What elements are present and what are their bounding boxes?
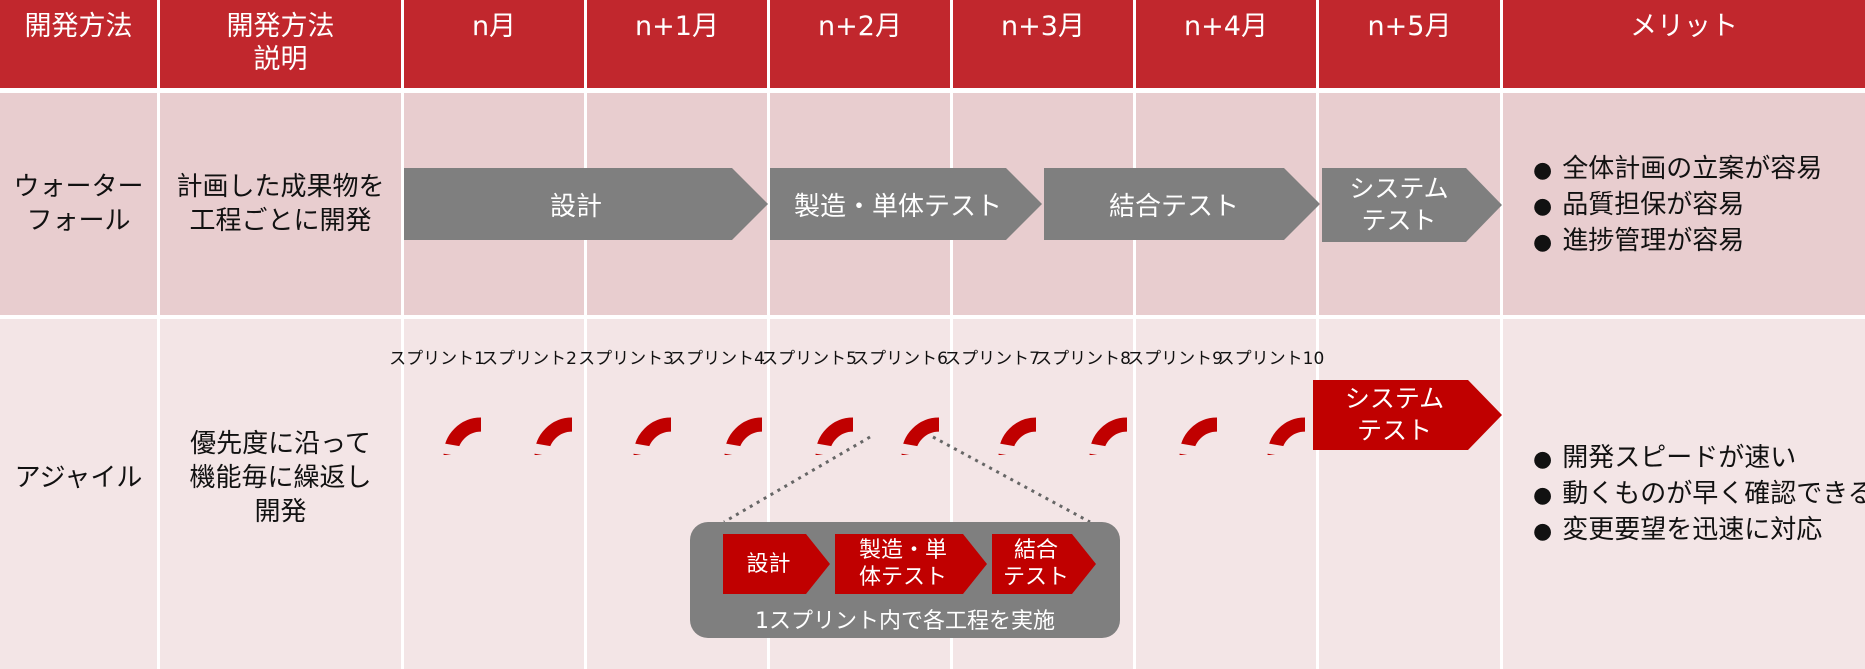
sprint-step-label: 結合 テスト [1002,538,1069,590]
header-month-label: n+3月 [1001,11,1085,42]
waterfall-description-cell [160,93,401,315]
phase-label: 結合テスト [1108,191,1239,222]
cycle-arrows-icon [684,377,762,455]
merit-item: 変更要望を迅速に対応 [1533,513,1865,549]
header-month-n3: n+3月 [953,0,1133,88]
sprint-step-design: 設計 [723,534,830,594]
sprint-label: スプリント5 [761,349,857,369]
cycle-arrows-icon [775,377,853,455]
agile-month-cell [1319,319,1500,669]
agile-month-cell [1136,319,1316,669]
sprint-detail-caption: 1スプリント内で各工程を実施 [755,609,1055,634]
phase-arrow-system-test: システム テスト [1322,168,1502,242]
cycle-arrows-icon [861,377,939,455]
agile-description-cell [160,319,401,669]
header-merit-label: メリット [1630,11,1738,42]
sprint-step-build-unittest: 製造・単 体テスト [835,534,987,594]
waterfall-name-text: ウォーター フォール [13,172,144,236]
merit-item: 動くものが早く確認できる [1533,477,1865,513]
header-month-label: n+2月 [818,11,902,42]
merit-item: 全体計画の立案が容易 [1533,152,1822,188]
sprint-label: スプリント9 [1127,349,1223,369]
cycle-arrows-icon [1049,377,1127,455]
waterfall-merits: 全体計画の立案が容易 品質担保が容易 進捗管理が容易 [1533,152,1822,260]
phase-arrow-build-unittest: 製造・単体テスト [770,168,1042,240]
cycle-arrows-icon [494,377,572,455]
sprint-label: スプリント6 [852,349,948,369]
header-month-label: n月 [471,11,517,42]
agile-system-test-label: システム テスト [1344,384,1445,445]
sprint-step-label: 設計 [746,551,791,577]
header-description: 開発方法 説明 [160,0,401,88]
agile-merits: 開発スピードが速い 動くものが早く確認できる 変更要望を迅速に対応 [1533,441,1865,549]
header-month-label: n+5月 [1367,11,1452,42]
phase-arrow-integration-test: 結合テスト [1044,168,1320,240]
header-month-n4: n+4月 [1136,0,1316,88]
sprint-label: スプリント2 [481,349,577,369]
agile-description-text: 優先度に沿って 機能毎に繰返し 開発 [189,429,372,527]
header-description-label: 開発方法 説明 [226,11,335,75]
cycle-arrows-icon [958,377,1036,455]
header-month-n1: n+1月 [587,0,767,88]
waterfall-description: 計画した成果物を 工程ごとに開発 [160,93,401,315]
cycle-arrows-icon [1227,377,1305,455]
waterfall-name-cell [0,93,157,315]
phase-label: 製造・単体テスト [793,191,1002,222]
cycle-arrows-icon [403,377,481,455]
waterfall-description-text: 計画した成果物を 工程ごとに開発 [176,172,385,236]
sprint-step-integration-test: 結合 テスト [992,534,1096,594]
agile-system-test-arrow: システム テスト [1313,380,1502,450]
sprint-label: スプリント8 [1035,349,1131,369]
waterfall-name: ウォーター フォール [0,93,157,315]
header-method-label: 開発方法 [24,11,133,42]
sprint-label: スプリント10 [1217,349,1325,369]
header-month-label: n+1月 [635,11,719,42]
agile-name-cell [0,319,157,669]
merit-item: 開発スピードが速い [1533,441,1865,477]
merit-item: 品質担保が容易 [1533,188,1822,224]
cycle-arrows-icon [1139,377,1217,455]
sprint-label: スプリント7 [944,349,1040,369]
sprint-label: スプリント1 [389,349,485,369]
header-month-n2: n+2月 [770,0,950,88]
sprint-label: スプリント3 [578,349,674,369]
sprint-step-label: 製造・単 体テスト [858,538,947,590]
merit-item: 進捗管理が容易 [1533,224,1822,260]
sprint-label: スプリント4 [669,349,765,369]
agile-name-text: アジャイル [14,463,143,493]
header-month-n: n月 [404,0,584,88]
phase-arrow-design: 設計 [404,168,768,240]
phase-label: 設計 [549,191,602,222]
agile-month-cell [404,319,584,669]
agile-name: アジャイル [0,319,157,637]
header-merit: メリット [1503,0,1865,88]
header-month-n5: n+5月 [1319,0,1500,88]
header-method: 開発方法 [0,0,157,88]
agile-description: 優先度に沿って 機能毎に繰返し 開発 [160,319,401,637]
header-month-label: n+4月 [1184,11,1268,42]
cycle-arrows-icon [593,377,671,455]
phase-label: システム テスト [1349,174,1449,235]
